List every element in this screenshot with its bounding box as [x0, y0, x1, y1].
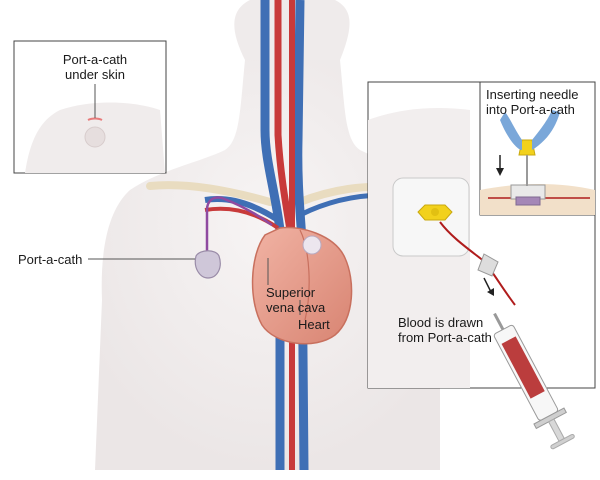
- label-inserting-needle: Inserting needle into Port-a-cath: [486, 87, 579, 117]
- inset-port-under-skin: [13, 40, 167, 174]
- heart-organ: [251, 226, 353, 345]
- label-port-a-cath: Port-a-cath: [18, 252, 83, 267]
- label-port-under-skin: Port-a-cath under skin: [62, 52, 128, 82]
- label-superior-vena-cava: Superior vena cava: [266, 285, 326, 315]
- label-heart: Heart: [298, 317, 330, 332]
- port-catheter: [194, 196, 273, 279]
- leader-lines: [88, 258, 301, 315]
- inset-inserting-needle: [479, 81, 596, 216]
- label-blood-drawn: Blood is drawn from Port-a-cath: [398, 315, 492, 345]
